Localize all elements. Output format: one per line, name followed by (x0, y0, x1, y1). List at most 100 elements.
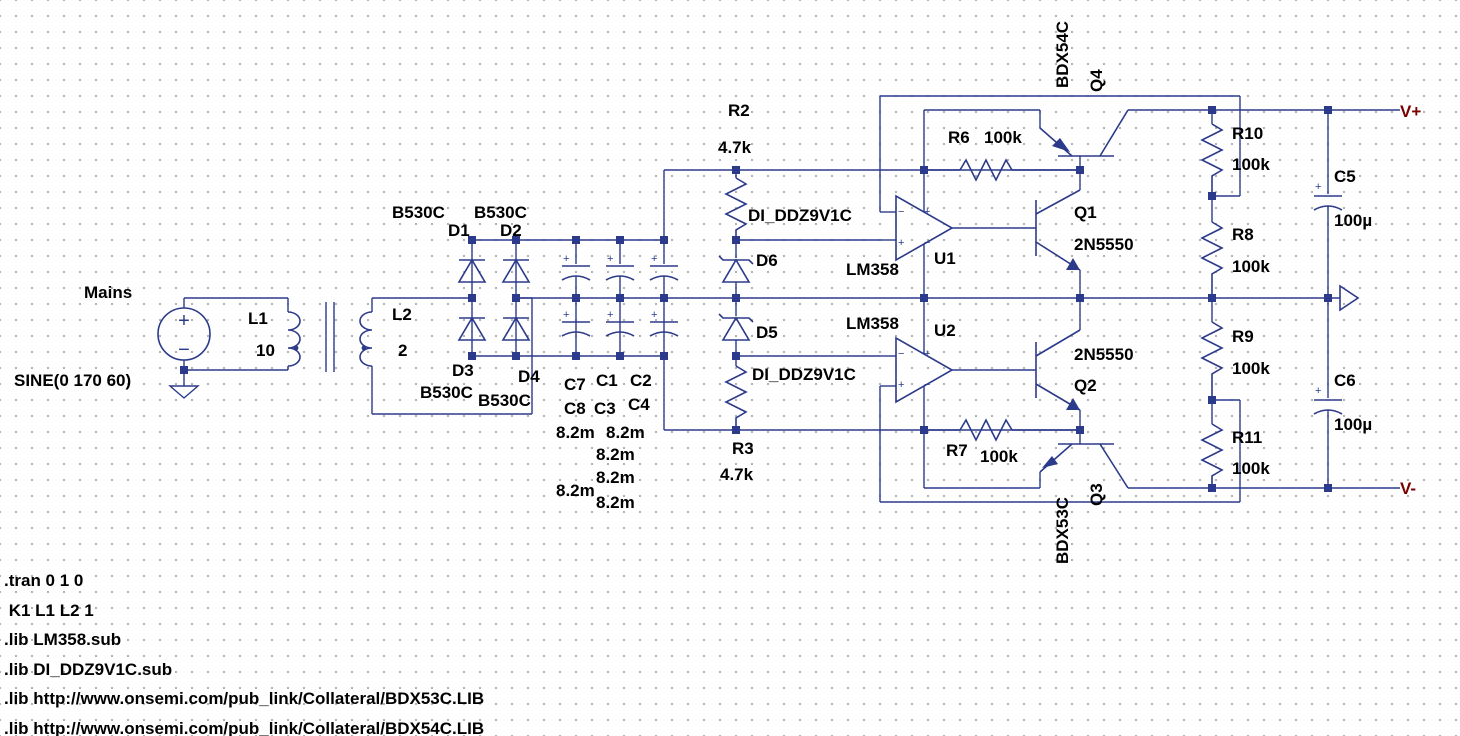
r8-name-label: R8 (1232, 225, 1254, 244)
q3-name-label: Q3 (1087, 483, 1106, 506)
transistor-q2[interactable] (1035, 298, 1081, 430)
capacitor-c6[interactable]: + (1313, 298, 1343, 488)
diode-d2[interactable] (501, 258, 531, 283)
c8-name-label: C8 (564, 399, 586, 418)
q2-name-label: Q2 (1074, 376, 1097, 395)
c5-name-label: C5 (1334, 167, 1356, 186)
inductor-l2[interactable] (359, 298, 373, 414)
diode-d1[interactable] (457, 258, 487, 283)
u2-model-label: LM358 (846, 314, 899, 333)
resistor-r2[interactable] (724, 170, 748, 240)
d4-name-label: D4 (518, 367, 540, 386)
directive-coupling[interactable]: K1 L1 L2 1 (4, 600, 94, 620)
source-value-label: SINE(0 170 60) (14, 371, 131, 390)
zener-d6[interactable] (718, 240, 754, 298)
c1-value-label: 8.2m (606, 423, 645, 442)
svg-text:+: + (651, 253, 657, 265)
spice-directives[interactable]: .tran 0 1 0 K1 L1 L2 1 .lib LM358.sub .l… (4, 566, 484, 736)
r3-name-label: R3 (732, 439, 754, 458)
r9-value-label: 100k (1232, 359, 1270, 378)
d1-name-label: D1 (448, 221, 470, 240)
svg-text:+: + (898, 379, 904, 391)
c3-value-label: 8.2m (596, 468, 635, 487)
filter-capacitors[interactable]: + + + + + + (561, 240, 679, 356)
mains-source[interactable]: + − (157, 298, 211, 399)
resistor-r11[interactable] (1200, 400, 1224, 488)
ground-flag[interactable] (1339, 284, 1360, 312)
c2-value-label: 8.2m (596, 445, 635, 464)
vplus-net-label: V+ (1400, 102, 1421, 121)
r10-name-label: R10 (1232, 124, 1263, 143)
r8-value-label: 100k (1232, 257, 1270, 276)
resistor-r7[interactable] (924, 418, 1080, 442)
resistor-r10[interactable] (1200, 110, 1224, 196)
c6-value-label: 100µ (1334, 415, 1372, 434)
r2-value-label: 4.7k (718, 138, 752, 157)
diode-d4[interactable] (501, 316, 531, 341)
c8-value-label: 8.2m (556, 481, 595, 500)
directive-tran[interactable]: .tran 0 1 0 (4, 571, 84, 590)
svg-text:+: + (607, 309, 613, 321)
svg-text:−: − (924, 237, 930, 249)
r9-name-label: R9 (1232, 327, 1254, 346)
capacitor-c5[interactable]: + (1313, 110, 1343, 298)
directive-lib-ddz9v1c[interactable]: .lib DI_DDZ9V1C.sub (4, 659, 173, 679)
resistor-r9[interactable] (1200, 298, 1224, 400)
zener-d5[interactable] (718, 298, 754, 356)
d4-model-label: B530C (478, 391, 531, 410)
r10-value-label: 100k (1232, 155, 1270, 174)
inductor-l1[interactable] (287, 298, 301, 370)
svg-text:+: + (563, 253, 569, 265)
l2-value-label: 2 (398, 341, 407, 360)
svg-text:+: + (1315, 181, 1321, 193)
q4-name-label: Q4 (1087, 69, 1106, 92)
l2-name-label: L2 (392, 305, 412, 324)
q1-name-label: Q1 (1074, 203, 1097, 222)
c3-name-label: C3 (594, 399, 616, 418)
r6-value-label: 100k (984, 128, 1022, 147)
r7-value-label: 100k (980, 447, 1018, 466)
svg-text:−: − (898, 348, 904, 360)
svg-text:−: − (178, 339, 190, 361)
svg-text:−: − (924, 379, 930, 391)
svg-text:+: + (1315, 385, 1321, 397)
vminus-net-label: V- (1400, 479, 1416, 498)
transistor-q3[interactable] (924, 430, 1400, 489)
resistor-r3[interactable] (724, 356, 748, 430)
transistor-q4[interactable] (924, 109, 1400, 170)
c6-name-label: C6 (1334, 371, 1356, 390)
reference-wires (663, 169, 1080, 431)
r11-value-label: 100k (1232, 459, 1270, 478)
directive-lib-bdx54c[interactable]: .lib http://www.onsemi.com/pub_link/Coll… (4, 718, 485, 736)
c4-name-label: C4 (628, 395, 650, 414)
u2-name-label: U2 (934, 321, 956, 340)
d6-model-label: DI_DDZ9V1C (748, 206, 852, 225)
feedback-wires (880, 95, 1241, 503)
r3-value-label: 4.7k (720, 465, 754, 484)
diode-d3[interactable] (457, 316, 487, 341)
svg-text:+: + (924, 348, 930, 360)
resistor-r8[interactable] (1200, 196, 1224, 298)
l1-name-label: L1 (248, 309, 268, 328)
transistor-q1[interactable] (1035, 170, 1081, 298)
c4-value-label: 8.2m (596, 493, 635, 512)
d2-model-label: B530C (474, 203, 527, 222)
q4-model-label: BDX54C (1053, 21, 1072, 88)
d1-model-label: B530C (392, 203, 445, 222)
resistor-r6[interactable] (924, 158, 1080, 182)
q1-model-label: 2N5550 (1074, 235, 1134, 254)
directive-lib-lm358[interactable]: .lib LM358.sub (4, 630, 122, 649)
svg-text:+: + (898, 237, 904, 249)
r6-name-label: R6 (948, 128, 970, 147)
d6-name-label: D6 (756, 251, 778, 270)
transformer-core (325, 302, 335, 372)
directive-lib-bdx53c[interactable]: .lib http://www.onsemi.com/pub_link/Coll… (4, 689, 485, 708)
c2-name-label: C2 (630, 371, 652, 390)
svg-text:+: + (178, 310, 190, 332)
d5-name-label: D5 (756, 323, 778, 342)
l1-value-label: 10 (256, 341, 275, 360)
c1-name-label: C1 (596, 371, 618, 390)
u1-name-label: U1 (934, 249, 956, 268)
